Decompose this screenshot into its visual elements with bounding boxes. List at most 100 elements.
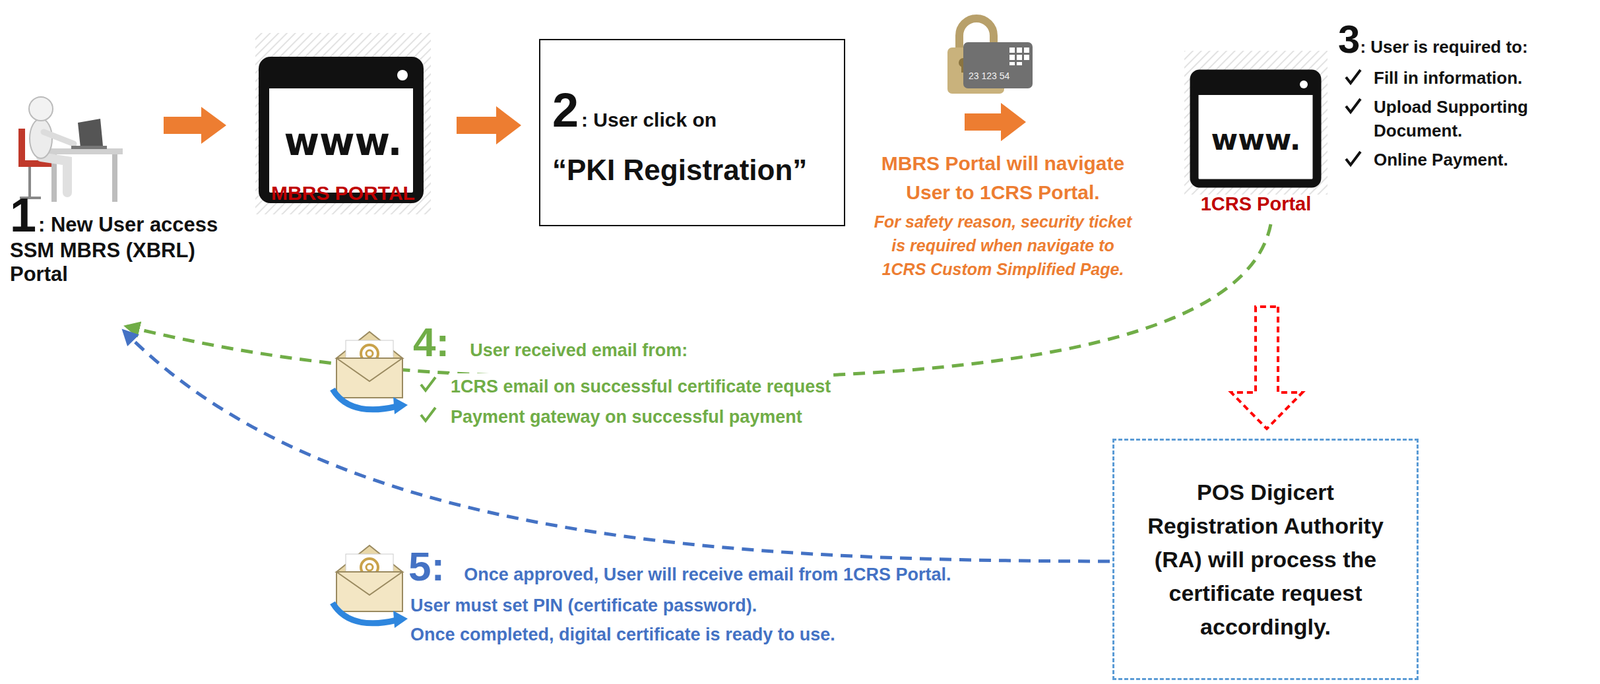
step-text: 1: New User access SSM MBRS (XBRL) Porta…	[9, 191, 235, 287]
portal-icon	[1194, 73, 1317, 96]
check-mark	[1345, 98, 1361, 113]
node-text: : User click on	[581, 108, 717, 132]
flow-arrow	[163, 106, 227, 144]
text-row: 3: User is required to:	[1338, 18, 1596, 61]
check-mark	[1338, 65, 1374, 89]
email-icon	[332, 545, 408, 629]
process-arrow	[1231, 306, 1303, 429]
card-icon	[1009, 47, 1015, 53]
return-curve-blue	[124, 331, 1110, 562]
label-text: 1	[9, 188, 37, 242]
portal-icon	[263, 62, 419, 89]
card-icon	[1016, 47, 1023, 53]
text-row: 1: New User access SSM MBRS (XBRL) Porta…	[9, 191, 235, 287]
step-text: 3: User is required to: Fill in informati…	[1338, 18, 1596, 172]
security-note: For safety reason, security ticket is re…	[870, 209, 1135, 282]
text-row: User must set PIN (certificate password)…	[408, 591, 1069, 621]
portal-icon	[1299, 80, 1308, 89]
step-text: 5: Once approved, User will receive email…	[408, 544, 1069, 650]
label-text: Upload Supporting Document.	[1373, 95, 1585, 143]
node-text: 2	[552, 86, 579, 134]
text-row: Fill in information.	[1338, 65, 1596, 90]
label-text: Once completed, digital certificate is r…	[408, 624, 838, 645]
check-mark	[420, 407, 436, 421]
node-text: www.	[1184, 121, 1328, 159]
text-row: Upload Supporting Document.	[1338, 95, 1596, 143]
text-row: 4: User received email from:	[413, 320, 1007, 365]
label-text: Once approved, User will receive email f…	[461, 564, 953, 586]
label-text: 1CRS email on successful certificate req…	[448, 373, 833, 400]
text-row: Once completed, digital certificate is r…	[408, 620, 1069, 650]
label-text: 5:	[408, 544, 445, 589]
text-row: MBRS PORTAL	[254, 181, 433, 206]
card-icon	[1016, 62, 1023, 66]
check-mark	[413, 403, 449, 427]
node-text: “PKI Registration”	[552, 153, 807, 188]
text-row: 1CRS Portal	[1184, 192, 1328, 216]
text-row: “PKI Registration”	[552, 153, 832, 188]
text-row: For safety reason, security ticket is re…	[870, 209, 1135, 282]
text-row: 1CRS email on successful certificate req…	[413, 373, 1007, 400]
node-text: MBRS PORTAL	[254, 181, 433, 206]
text-row: POS Digicert Registration Authority (RA)…	[1134, 475, 1397, 644]
email-icon	[332, 545, 408, 629]
card-icon	[1024, 47, 1030, 53]
label-text: Payment gateway on successful payment	[448, 403, 805, 431]
node-text: 1CRS Portal	[1184, 192, 1328, 216]
email-icon	[332, 331, 408, 415]
label-text: : New User access SSM MBRS (XBRL) Portal	[9, 213, 218, 286]
card-number: 23 123 54	[968, 69, 1022, 82]
label-text: : User is required to:	[1359, 36, 1528, 58]
process-box: POS Digicert Registration Authority (RA)…	[1112, 438, 1419, 681]
text-row: Payment gateway on successful payment	[413, 403, 1007, 431]
text-row: www.	[1184, 121, 1328, 159]
node-text: POS Digicert Registration Authority (RA)…	[1134, 475, 1397, 644]
person-illustration	[18, 96, 123, 202]
text-row: Online Payment.	[1338, 147, 1596, 172]
label-text: Fill in information.	[1373, 65, 1523, 90]
person-illustration	[112, 154, 118, 202]
text-row: 2: User click on	[552, 86, 832, 134]
card-icon	[1009, 54, 1015, 61]
text-row: MBRS Portal will navigate User to 1CRS P…	[864, 149, 1142, 208]
card-icon	[1009, 62, 1015, 66]
flow-arrow	[163, 106, 227, 144]
portal-node: www. 1CRS Portal	[1184, 50, 1328, 216]
label-text: 4:	[413, 320, 450, 365]
flow-arrow	[964, 102, 1026, 142]
navigation-note: MBRS Portal will navigate User to 1CRS P…	[864, 149, 1142, 208]
check-mark	[413, 373, 449, 396]
label-text: User must set PIN (certificate password)…	[408, 595, 759, 616]
label-text: For safety reason, security ticket is re…	[870, 209, 1135, 282]
text-row: www.	[254, 118, 433, 165]
card-icon	[963, 42, 1033, 89]
person-illustration	[77, 118, 103, 148]
label-text: 3	[1338, 18, 1360, 61]
email-icon	[332, 331, 408, 415]
portal-icon	[1184, 50, 1328, 195]
portal-icon	[1184, 50, 1328, 195]
text-row: 23 123 54	[968, 69, 1022, 82]
person-illustration	[46, 148, 123, 155]
person-illustration	[29, 96, 53, 121]
person-illustration	[43, 131, 74, 144]
label-text: 23 123 54	[968, 70, 1010, 82]
label-text: MBRS Portal will navigate User to 1CRS P…	[864, 149, 1142, 208]
card-icon	[1016, 54, 1023, 61]
portal-icon	[397, 69, 408, 81]
portal-node: www. MBRS PORTAL	[254, 32, 433, 206]
person-illustration	[71, 145, 107, 150]
card-icon	[963, 42, 1033, 89]
label-text: User received email from:	[467, 340, 690, 361]
person-illustration	[40, 157, 68, 193]
process-box: 2: User click on “PKI Registration”	[539, 38, 846, 227]
card-icon	[1024, 54, 1030, 61]
check-mark	[1345, 69, 1361, 84]
node-text: www.	[254, 118, 433, 165]
flow-arrow	[456, 106, 522, 145]
step-text: 4: User received email from: 1CRS email on…	[413, 320, 1007, 431]
check-mark	[1338, 147, 1374, 171]
return-curve-blue	[124, 331, 1110, 562]
label-text: Online Payment.	[1373, 147, 1509, 172]
